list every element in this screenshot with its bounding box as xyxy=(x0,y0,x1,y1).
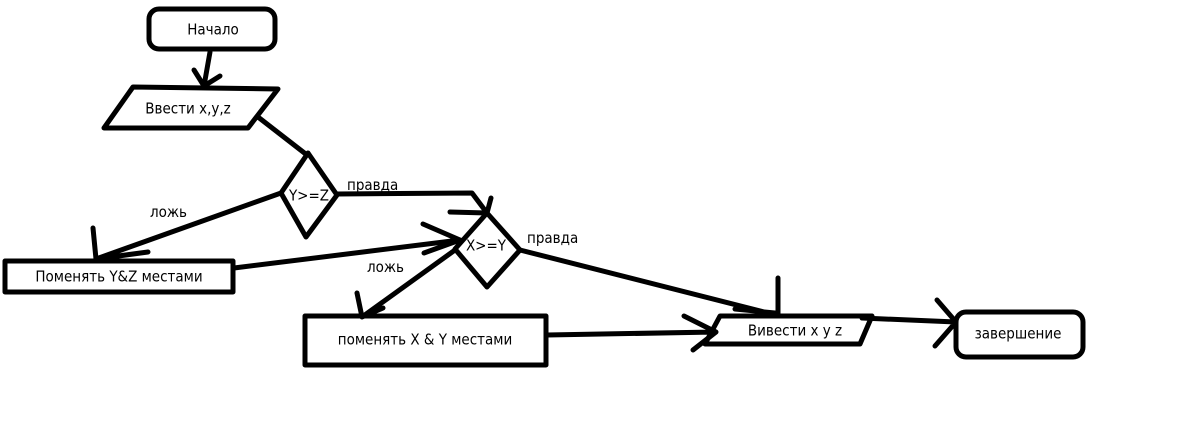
decision-y-ge-z: Y>=Z xyxy=(278,150,340,240)
end-label: завершение xyxy=(975,325,1062,343)
arrow-swapxy-to-output xyxy=(544,313,719,353)
input-label: Ввести x,y,z xyxy=(145,100,230,118)
end-node: завершение xyxy=(953,309,1086,360)
arrow-start-to-input xyxy=(191,49,223,89)
cond2-false-label: ложь xyxy=(367,258,404,276)
cond1-true-label: правда xyxy=(347,176,398,194)
output-node: Вивести x y z xyxy=(702,313,875,347)
arrow-cond1-false xyxy=(90,190,284,262)
cond2-label: X>=Y xyxy=(466,237,507,255)
arrow-output-to-end xyxy=(859,297,959,349)
input-node: Ввести x,y,z xyxy=(101,84,281,131)
arrow-swapyz-to-cond2 xyxy=(231,221,463,271)
cond2-true-label: правда xyxy=(527,229,578,247)
cond1-label: Y>=Z xyxy=(288,187,329,205)
swap-yz-label: Поменять Y&Z местами xyxy=(35,268,202,286)
cond1-false-label: ложь xyxy=(150,203,187,221)
start-node: Начало xyxy=(146,6,278,52)
arrow-cond2-true xyxy=(517,247,781,317)
swap-xy-label: поменять X & Y местами xyxy=(338,331,512,349)
decision-x-ge-y: X>=Y xyxy=(452,210,523,290)
output-label: Вивести x y z xyxy=(748,322,842,340)
swap-xy-node: поменять X & Y местами xyxy=(302,313,549,368)
arrow-cond1-true xyxy=(334,190,494,216)
arrow-input-to-cond1 xyxy=(255,114,310,158)
swap-yz-node: Поменять Y&Z местами xyxy=(2,258,236,295)
start-label: Начало xyxy=(187,21,239,39)
